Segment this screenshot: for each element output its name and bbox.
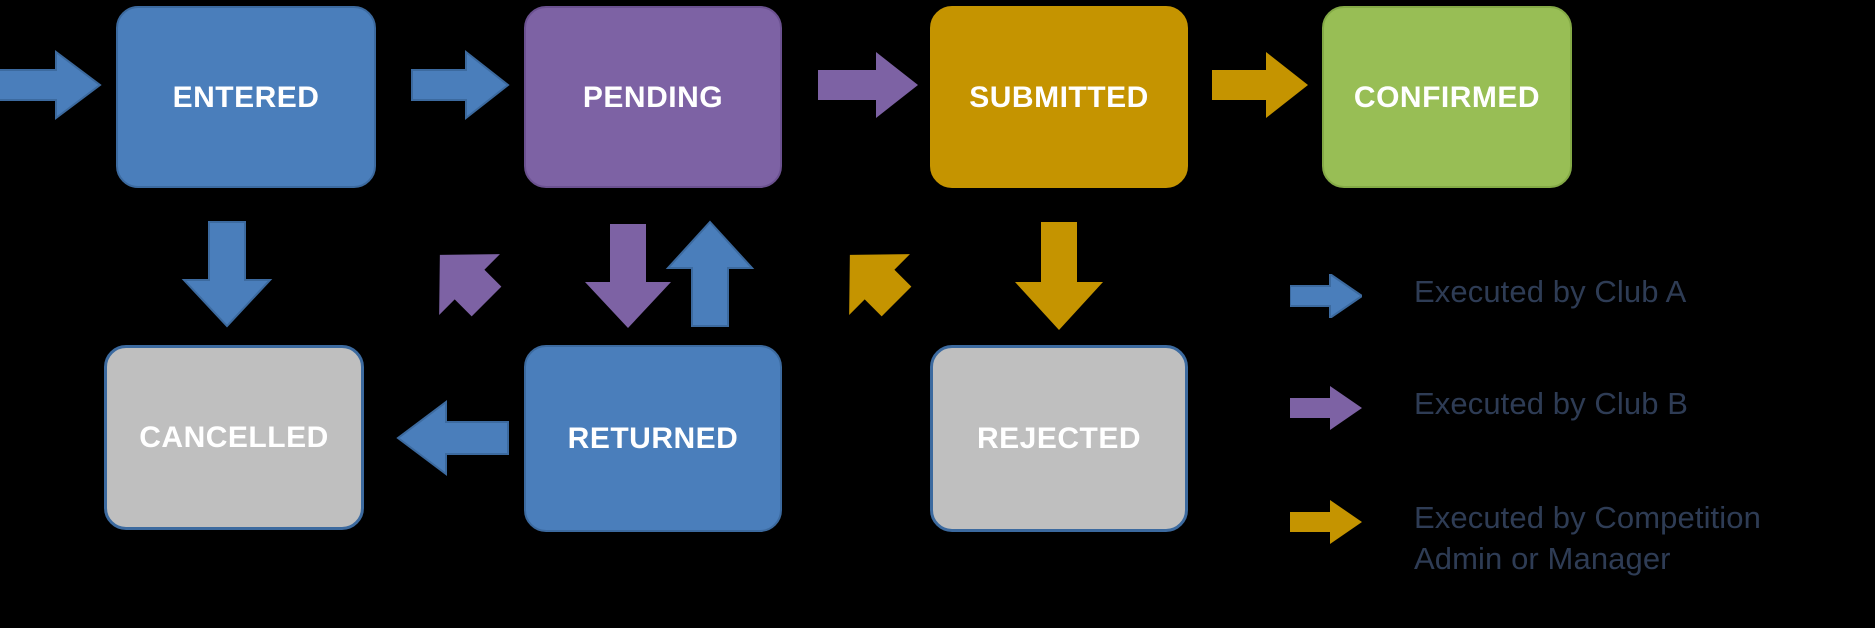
arrow-returned-to-cancelled [396, 400, 509, 476]
legend-label-admin: Executed by Competition Admin or Manager [1414, 500, 1761, 576]
legend-arrow-blue-icon [1290, 274, 1362, 318]
arrow-submitted-to-returned [818, 226, 912, 317]
state-box-rejected[interactable]: REJECTED [930, 345, 1188, 532]
state-box-pending[interactable]: PENDING [524, 6, 782, 188]
state-box-confirmed[interactable]: CONFIRMED [1322, 6, 1572, 188]
legend-item-admin: Executed by Competition Admin or Manager [1290, 498, 1761, 580]
state-label-confirmed: CONFIRMED [1353, 80, 1541, 114]
arrow-returned-to-pending [665, 220, 755, 327]
arrow-start-to-entered [0, 50, 102, 120]
arrow-pending-to-returned [585, 224, 671, 328]
legend-label-club-b: Executed by Club B [1414, 386, 1689, 421]
state-label-pending: PENDING [582, 80, 724, 114]
state-box-submitted[interactable]: SUBMITTED [930, 6, 1188, 188]
state-label-submitted: SUBMITTED [969, 80, 1149, 114]
state-label-rejected: REJECTED [976, 422, 1142, 455]
state-label-returned: RETURNED [567, 422, 739, 455]
arrow-submitted-to-rejected [1015, 222, 1103, 330]
arrow-pending-to-cancelled [408, 226, 502, 317]
arrow-entered-to-cancelled [181, 221, 273, 328]
legend-label-club-a: Executed by Club A [1414, 274, 1687, 309]
state-box-entered[interactable]: ENTERED [116, 6, 376, 188]
arrow-pending-to-submitted [818, 52, 918, 118]
state-label-cancelled: CANCELLED [139, 421, 329, 454]
state-box-returned[interactable]: RETURNED [524, 345, 782, 532]
state-label-entered: ENTERED [172, 80, 320, 114]
state-box-cancelled[interactable]: CANCELLED [104, 345, 364, 530]
legend-arrow-purple-icon [1290, 386, 1362, 430]
arrow-entered-to-pending [411, 49, 510, 121]
legend-item-club-a: Executed by Club A [1290, 272, 1686, 318]
legend-arrow-gold-icon [1290, 500, 1362, 544]
arrow-submitted-to-confirmed [1212, 52, 1308, 118]
legend-item-club-b: Executed by Club B [1290, 384, 1688, 430]
